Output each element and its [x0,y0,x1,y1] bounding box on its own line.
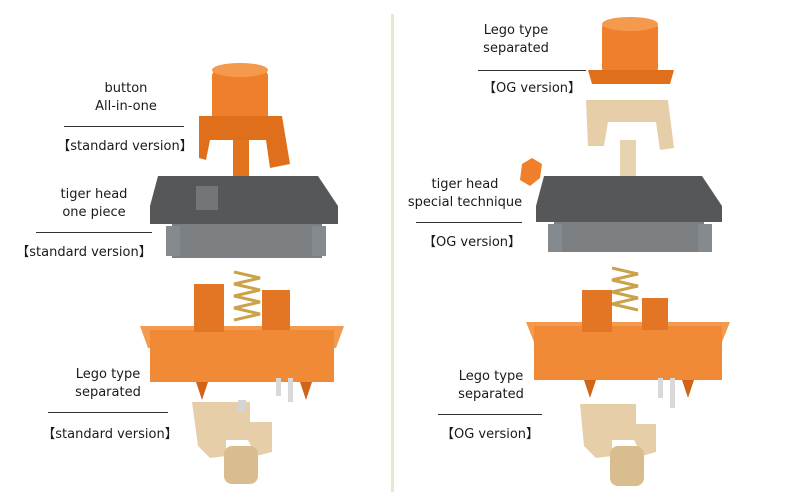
top-label-rule [416,222,522,223]
stem-label-line1: button [104,81,148,96]
stem-label-line2: separated [483,41,549,56]
stem-label-rule [64,126,184,127]
tiger-head-piece [520,158,542,186]
stem-all-in-one [199,63,290,178]
og-version-panel: Lego type separated 【OG version】 tiger h… [398,0,790,504]
og-switch-exploded-view [520,17,730,486]
top-label-line1: tiger head [431,177,499,192]
stem-body-beige [586,100,674,182]
top-housing-smoke [150,176,338,258]
top-label-version: 【standard version】 [16,245,152,260]
center-divider [391,14,394,492]
bottom-housing-orange [140,284,344,402]
top-label-line1: tiger head [60,187,128,202]
stem-label-version: 【OG version】 [482,81,582,96]
pole-beige [580,404,656,486]
top-housing-smoke [536,176,722,252]
pole-beige [192,400,272,484]
spring [233,270,261,322]
top-label-rule [36,232,152,233]
stem-label-rule [478,70,586,71]
stem-cap-orange [588,17,674,84]
pole-label-rule [438,414,542,415]
stem-label-line2: All-in-one [95,99,157,114]
pole-label-line2: separated [458,387,524,402]
top-label-line2: special technique [407,195,523,210]
pole-label-line1: Lego type [75,367,141,382]
pole-label-line1: Lego type [458,369,524,384]
pole-label-rule [48,412,168,413]
top-label-version: 【OG version】 [422,235,522,250]
standard-switch-exploded-view [140,63,344,484]
pole-label-line2: separated [75,385,141,400]
standard-version-panel: button All-in-one 【standard version】 tig… [0,0,392,504]
pole-label-version: 【standard version】 [42,427,178,442]
spring [611,266,639,312]
stem-label-version: 【standard version】 [57,139,193,154]
top-label-line2: one piece [62,205,126,220]
pole-label-version: 【OG version】 [440,427,540,442]
stem-label-line1: Lego type [483,23,549,38]
bottom-housing-orange [526,290,730,408]
